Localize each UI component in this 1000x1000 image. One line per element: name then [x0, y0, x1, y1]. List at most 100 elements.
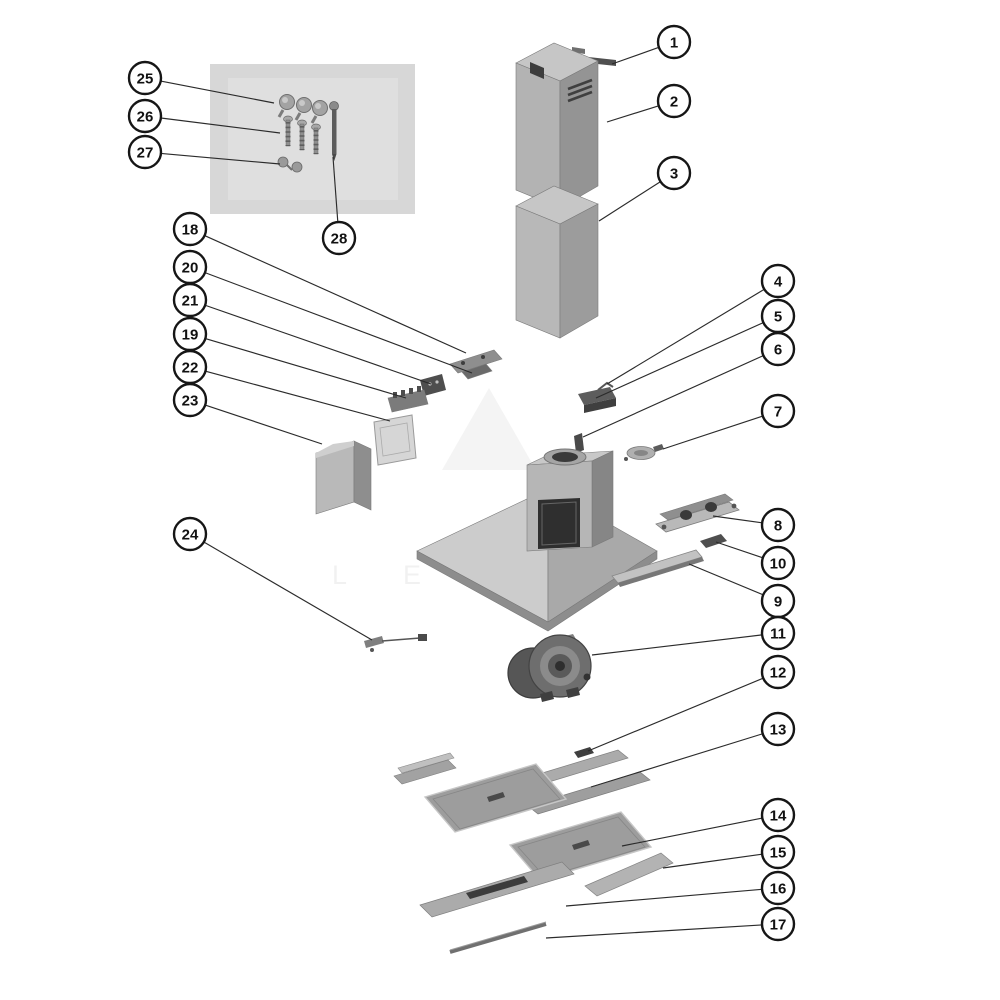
- frame-strip-top-left: [393, 752, 457, 785]
- callout-27: 27: [127, 134, 163, 170]
- callout-circle-26: [127, 98, 163, 134]
- duct-opening: [538, 498, 580, 549]
- callout-number-9: 9: [774, 593, 782, 610]
- callout-18: 18: [172, 211, 208, 247]
- part-24-lamp-wire: [364, 634, 427, 652]
- part-26-screws: [283, 115, 321, 155]
- part-21-switch: [420, 374, 446, 396]
- callout-number-23: 23: [182, 392, 199, 409]
- callout-circle-23: [172, 382, 208, 418]
- callout-number-12: 12: [770, 664, 787, 681]
- part-5-capacitor-box: [578, 387, 616, 413]
- callout-number-6: 6: [774, 341, 782, 358]
- callout-16: 16: [760, 870, 796, 906]
- leader-line-1: [611, 46, 660, 65]
- part-27-small-screws: [277, 156, 303, 173]
- callout-number-7: 7: [774, 403, 782, 420]
- part-18-bracket: [449, 349, 503, 374]
- callout-25: 25: [127, 60, 163, 96]
- part-25-cap-fasteners: [277, 94, 328, 124]
- callout-13: 13: [760, 711, 796, 747]
- callout-circle-3: [656, 155, 692, 191]
- part-15-side-rail: [584, 852, 674, 897]
- callout-10: 10: [760, 545, 796, 581]
- callout-circle-6: [760, 331, 796, 367]
- callout-circle-28: [321, 220, 357, 256]
- callout-number-3: 3: [670, 165, 678, 182]
- callout-6: 6: [760, 331, 796, 367]
- hood-duct-box: [526, 448, 614, 552]
- callout-9: 9: [760, 583, 796, 619]
- callout-circle-11: [760, 615, 796, 651]
- leader-line-7: [662, 415, 763, 450]
- callout-number-18: 18: [182, 221, 199, 238]
- callout-circle-10: [760, 545, 796, 581]
- leader-line-5: [595, 322, 764, 399]
- callout-number-17: 17: [770, 916, 787, 933]
- grease-filter-1: [423, 763, 568, 833]
- callout-circle-18: [172, 211, 208, 247]
- callout-number-20: 20: [182, 259, 199, 276]
- callout-23: 23: [172, 382, 208, 418]
- vent-slits: [567, 78, 593, 103]
- leader-line-16: [565, 888, 763, 907]
- callout-circle-21: [172, 282, 208, 318]
- callout-3: 3: [656, 155, 692, 191]
- callout-number-28: 28: [331, 230, 348, 247]
- grease-filter-2: [508, 811, 653, 881]
- callout-circle-8: [760, 507, 796, 543]
- callout-24: 24: [172, 516, 208, 552]
- callout-circle-25: [127, 60, 163, 96]
- callout-number-10: 10: [770, 555, 787, 572]
- part-10-clip: [700, 534, 727, 548]
- leader-line-22: [205, 370, 391, 422]
- leader-line-19: [205, 337, 407, 399]
- callout-17: 17: [760, 906, 796, 942]
- callout-circle-12: [760, 654, 796, 690]
- callout-number-2: 2: [670, 93, 678, 110]
- leader-line-6: [582, 355, 764, 438]
- leader-line-23: [204, 404, 323, 445]
- callout-5: 5: [760, 298, 796, 334]
- callout-14: 14: [760, 797, 796, 833]
- callout-circle-4: [760, 263, 796, 299]
- part-22-plate: [373, 414, 417, 466]
- callout-number-14: 14: [770, 807, 787, 824]
- callout-number-11: 11: [770, 625, 786, 642]
- leader-line-20: [204, 272, 473, 374]
- callout-8: 8: [760, 507, 796, 543]
- part-4-wire-clip: [597, 381, 614, 391]
- leader-line-28: [332, 156, 339, 223]
- callout-21: 21: [172, 282, 208, 318]
- callout-circle-17: [760, 906, 796, 942]
- bottom-frame-group: [393, 747, 674, 954]
- leader-line-8: [712, 515, 763, 524]
- leader-line-3: [598, 181, 661, 222]
- callout-12: 12: [760, 654, 796, 690]
- callout-7: 7: [760, 393, 796, 429]
- part-17-trim-rod: [449, 921, 547, 954]
- part-11-blower-motor: [507, 634, 592, 702]
- callout-number-21: 21: [182, 292, 199, 309]
- part-20-clip: [461, 363, 493, 380]
- leader-line-18: [204, 235, 467, 354]
- callout-number-26: 26: [137, 108, 154, 125]
- leader-line-27: [160, 152, 281, 165]
- callout-2: 2: [656, 83, 692, 119]
- part-9-lamp-cover-bar: [611, 549, 704, 587]
- callout-number-1: 1: [670, 34, 678, 51]
- callout-number-4: 4: [774, 273, 783, 290]
- callout-circle-14: [760, 797, 796, 833]
- callout-number-24: 24: [182, 526, 199, 543]
- leader-line-21: [204, 304, 432, 385]
- part-8-lamp-strip: [655, 493, 740, 533]
- leader-line-25: [160, 80, 275, 104]
- callouts: 1234567810911121314151617182021192223242…: [127, 24, 796, 942]
- callout-number-13: 13: [770, 721, 787, 738]
- callout-22: 22: [172, 349, 208, 385]
- leader-line-17: [545, 924, 763, 939]
- leader-line-2: [606, 105, 659, 123]
- part-2-chimney-upper: [515, 42, 599, 209]
